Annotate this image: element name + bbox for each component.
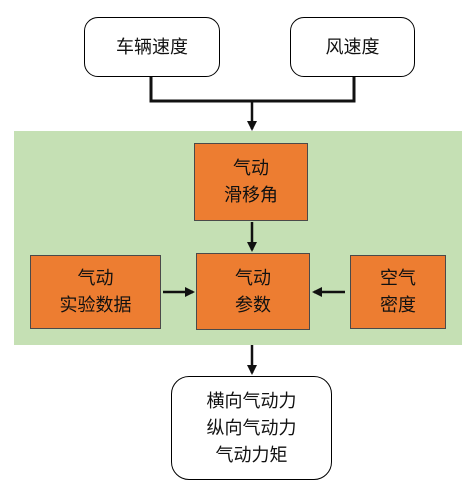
air-density-line-1: 空气 [380,268,416,289]
experimental-data-line-1: 气动 [77,268,114,289]
connector-inputs-merge [149,77,356,103]
sideslip-angle-node: 气动 滑移角 [194,143,308,221]
outputs-node: 横向气动力 纵向气动力 气动力矩 [171,376,332,480]
vehicle-speed-node: 车辆速度 [84,17,220,77]
output-aero-moment: 气动力矩 [215,444,288,466]
vehicle-speed-label: 车辆速度 [116,36,188,58]
aero-params-line-2: 参数 [235,294,271,316]
experimental-data-line-2: 实验数据 [59,295,132,316]
wind-speed-node: 风速度 [290,17,415,77]
experimental-data-node: 气动 实验数据 [30,255,161,329]
output-longitudinal-force: 纵向气动力 [206,417,297,439]
sideslip-angle-line-2: 滑移角 [224,185,278,206]
wind-speed-label: 风速度 [325,36,380,58]
air-density-node: 空气 密度 [350,255,446,329]
sideslip-angle-line-1: 气动 [233,158,269,179]
aero-params-node: 气动 参数 [196,253,310,330]
aero-params-line-1: 气动 [235,267,271,289]
output-lateral-force: 横向气动力 [206,390,297,412]
air-density-line-2: 密度 [380,295,416,316]
